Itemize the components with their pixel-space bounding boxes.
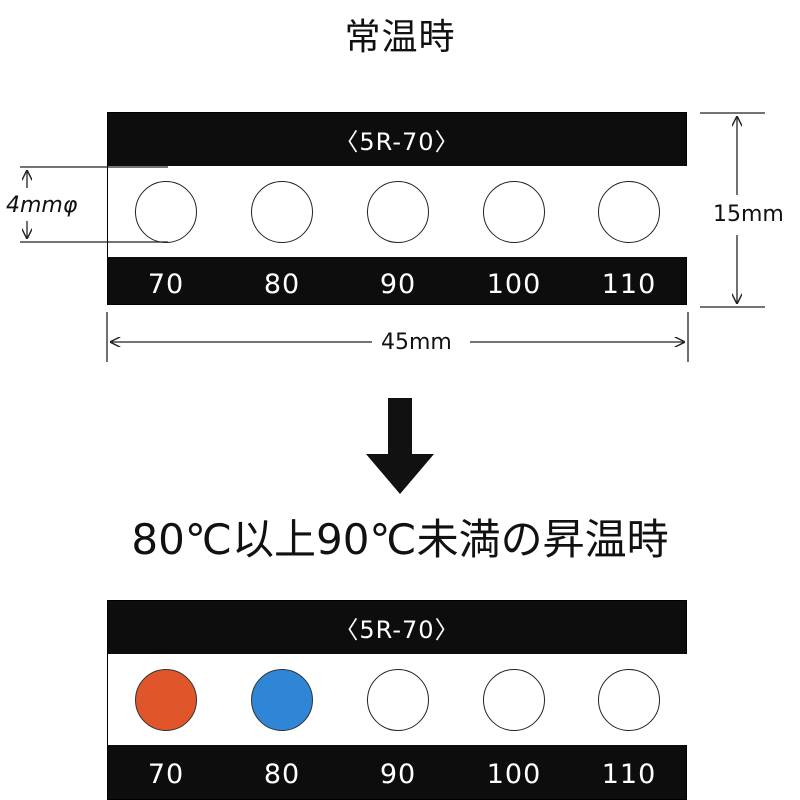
width-text: 45mm — [381, 330, 452, 355]
indicator-dot-90 — [367, 181, 429, 243]
heading-heated-80-90: 80℃以上90℃未満の昇温時 — [131, 515, 669, 564]
model-name: 〈5R-70〉 — [334, 128, 460, 156]
indicator-dot-90 — [367, 669, 429, 731]
indicator-window — [108, 166, 688, 257]
indicator-dot-70 — [135, 181, 197, 243]
height-dimension — [700, 112, 765, 308]
temperature-80: 80 — [263, 269, 301, 300]
temperature-label-heated: 〈5R-70〉 70 80 90 100 110 — [107, 600, 688, 800]
indicator-dot-110 — [598, 669, 660, 731]
indicator-dot-80 — [251, 669, 313, 731]
indicator-dot-70 — [135, 669, 197, 731]
temperature-label-normal: 〈5R-70〉 70 80 90 100 110 — [107, 112, 688, 305]
indicator-dot-80 — [251, 181, 313, 243]
temperature-110: 110 — [601, 269, 657, 300]
temperature-70: 70 — [147, 759, 185, 790]
indicator-dot-110 — [598, 181, 660, 243]
temperature-100: 100 — [486, 759, 542, 790]
height-text: 15mm — [713, 202, 784, 227]
model-name: 〈5R-70〉 — [334, 616, 460, 644]
width-dimension — [106, 312, 689, 362]
down-arrow-icon — [366, 398, 434, 494]
indicator-window — [108, 654, 688, 745]
dot-diameter-text: 4mmφ — [6, 193, 78, 218]
indicator-dot-100 — [483, 181, 545, 243]
temperature-80: 80 — [263, 759, 301, 790]
temperature-70: 70 — [147, 269, 185, 300]
indicator-dot-100 — [483, 669, 545, 731]
temperature-100: 100 — [486, 269, 542, 300]
temperature-110: 110 — [601, 759, 657, 790]
heading-normal-temperature: 常温時 — [344, 17, 456, 58]
temperature-90: 90 — [379, 759, 417, 790]
dot-diameter-callout — [20, 166, 168, 243]
temperature-90: 90 — [379, 269, 417, 300]
